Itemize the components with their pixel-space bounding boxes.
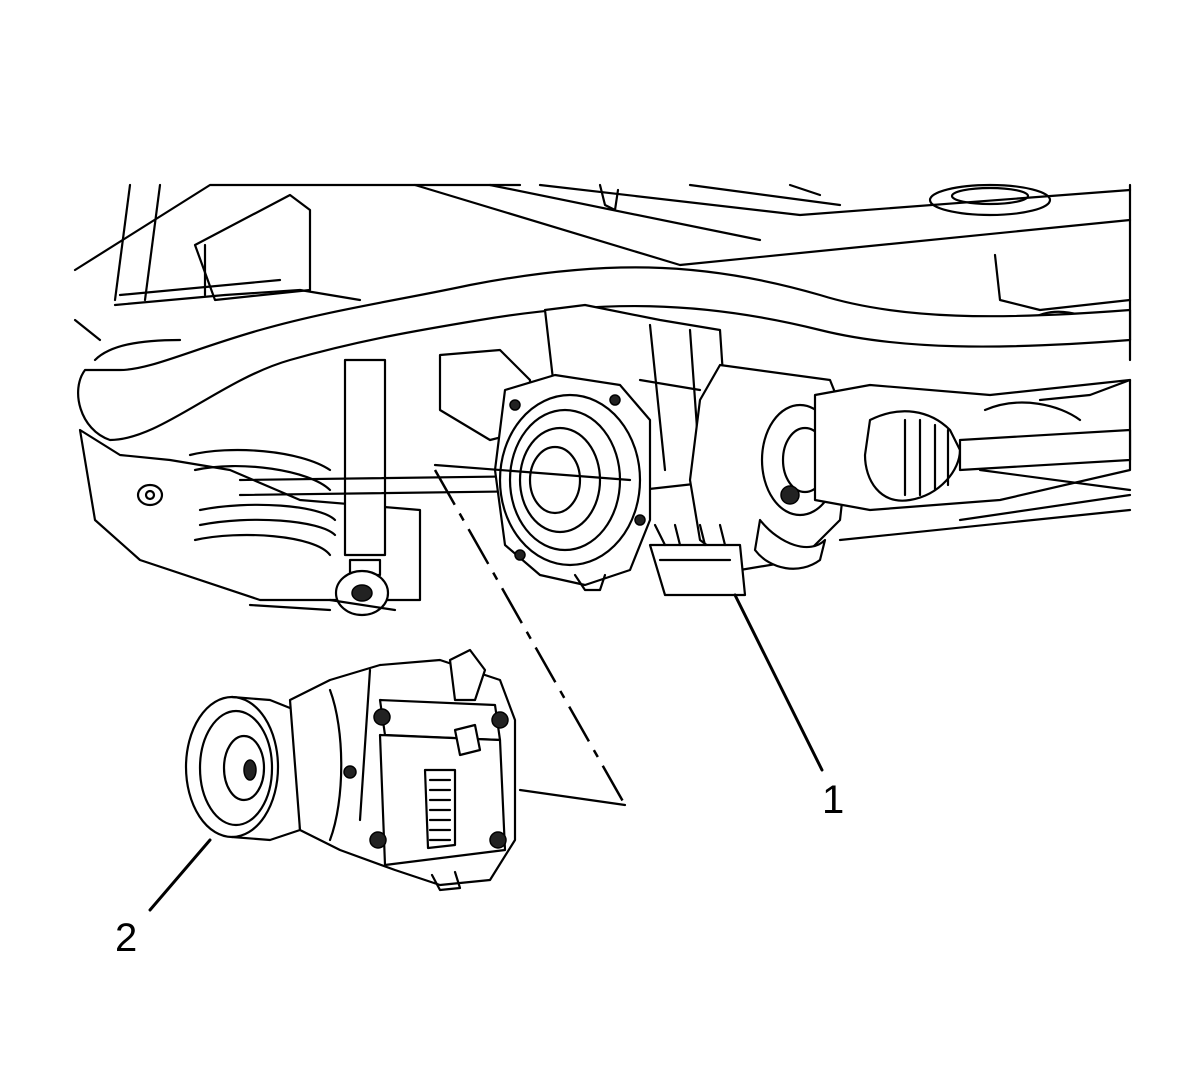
leader-line-2 [148, 838, 212, 912]
installed-drive-module [438, 303, 852, 597]
right-half-shaft [813, 378, 1132, 542]
callout-label-2: 2 [115, 916, 138, 960]
callout-label-1: 1 [822, 778, 845, 822]
rear-suspension-left [78, 358, 422, 617]
removed-drive-module [184, 648, 517, 892]
body-bracket [113, 193, 362, 307]
leader-line-1 [733, 593, 824, 772]
callout-leaders [148, 593, 824, 912]
rear-crossmember [77, 266, 1132, 442]
removal-path [433, 463, 632, 807]
